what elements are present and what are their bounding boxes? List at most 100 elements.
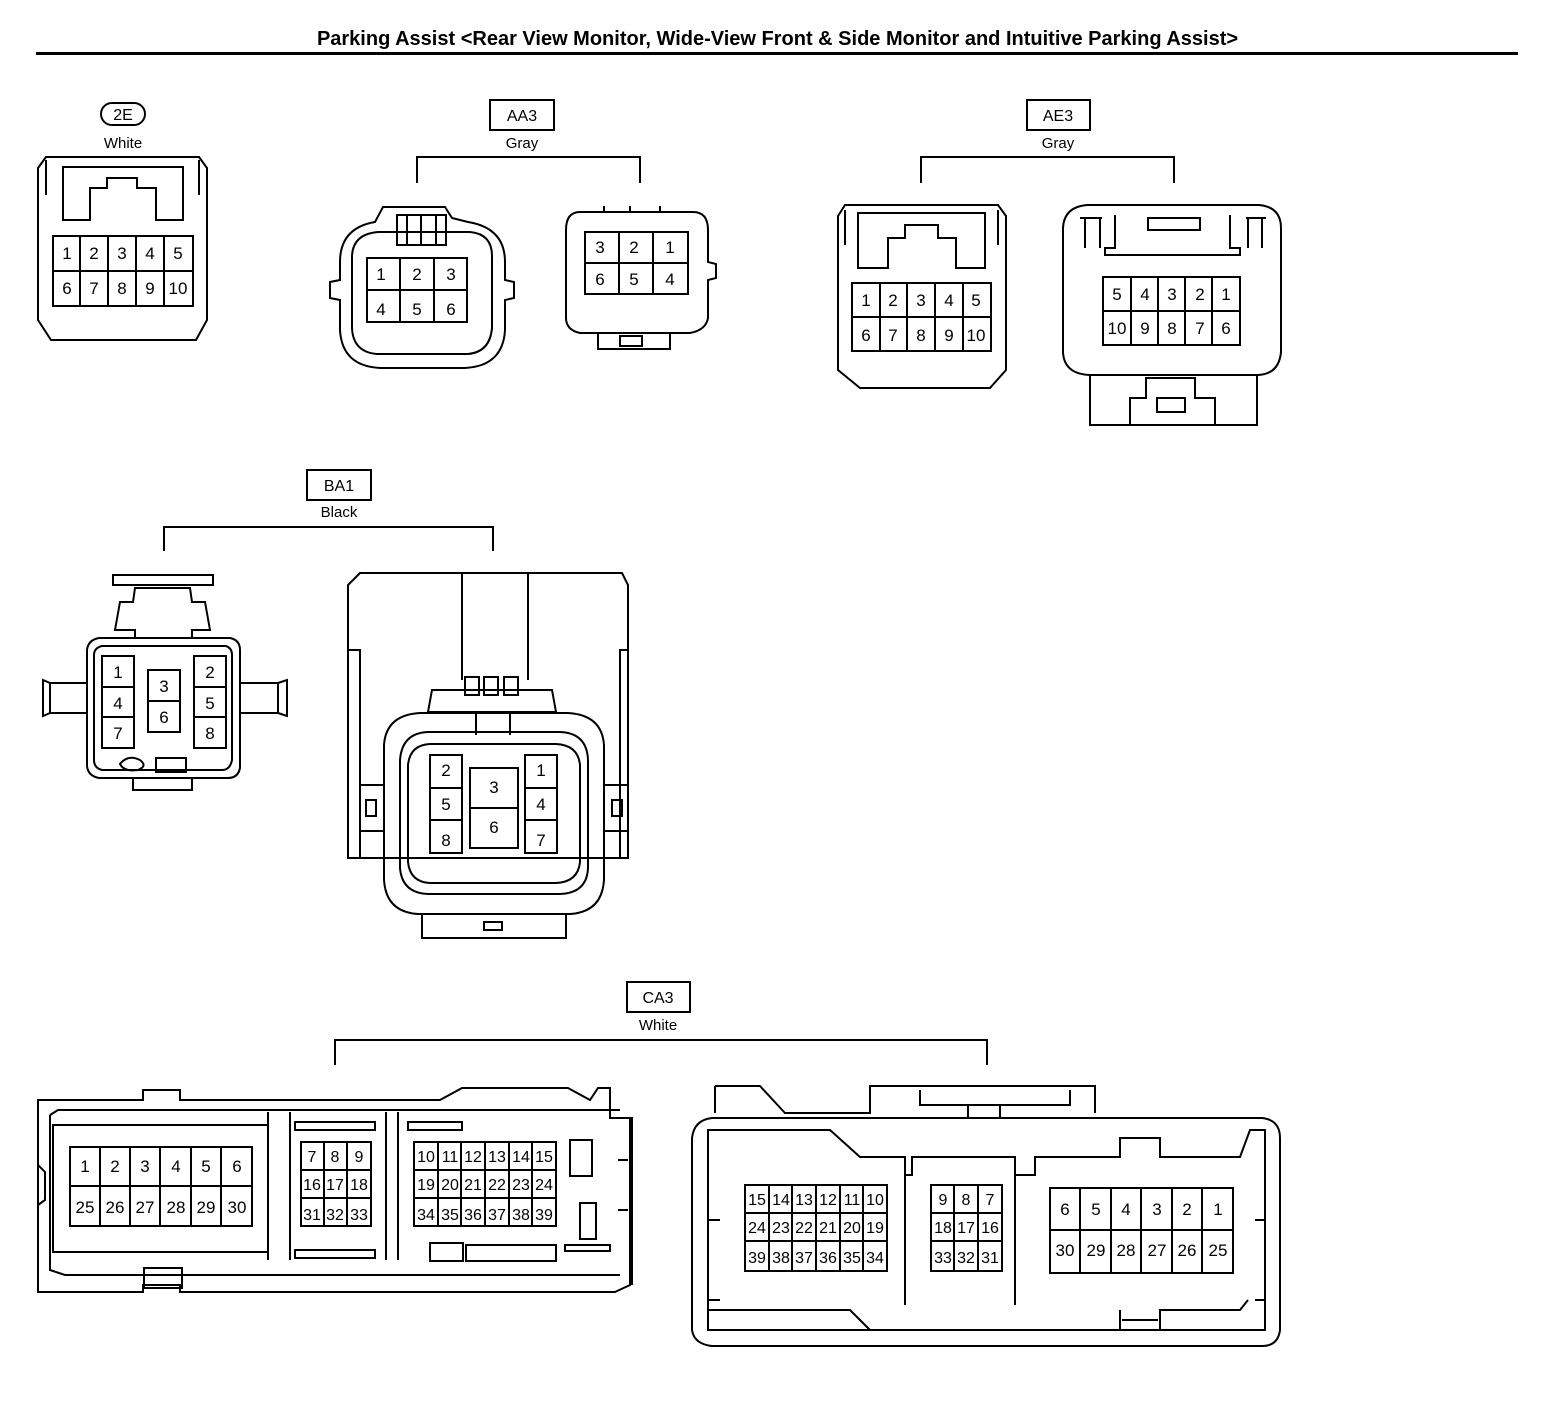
- pin-number: 2: [888, 291, 897, 310]
- pin-number: 22: [795, 1220, 813, 1237]
- pin-number: 2: [205, 663, 214, 682]
- pin-number: 33: [934, 1250, 952, 1267]
- pin-number: 12: [819, 1192, 837, 1209]
- pin-number: 28: [1117, 1241, 1136, 1260]
- pin-number: 18: [934, 1220, 952, 1237]
- pin-number: 10: [417, 1149, 435, 1166]
- pin-number: 32: [326, 1207, 344, 1224]
- pin-number: 6: [489, 818, 498, 837]
- connector-bracket: [416, 156, 641, 183]
- pin-number: 13: [795, 1192, 813, 1209]
- pin-number: 1: [861, 291, 870, 310]
- pin-number: 1: [376, 265, 385, 284]
- pin-number: 25: [76, 1198, 95, 1217]
- pin-number: 17: [326, 1177, 344, 1194]
- connector-code: AE3: [1043, 108, 1073, 125]
- connector-BA1-right-housing: [347, 572, 629, 939]
- pin-number: 34: [866, 1250, 884, 1267]
- pin-number: 6: [232, 1157, 241, 1176]
- pin-number: 8: [117, 279, 126, 298]
- connector-code: CA3: [642, 990, 673, 1007]
- pin-number: 13: [488, 1149, 506, 1166]
- pin-number: 18: [350, 1177, 368, 1194]
- connector-color: White: [104, 135, 142, 152]
- connector-color: Black: [321, 504, 358, 521]
- connector-code-box: [489, 99, 555, 131]
- connector-AE3-left-housing: [837, 204, 1007, 389]
- pin-number: 26: [1178, 1241, 1197, 1260]
- pin-number: 5: [971, 291, 980, 310]
- pin-number: 37: [488, 1207, 506, 1224]
- connector-CA3-left-housing: [37, 1087, 633, 1293]
- pin-number: 29: [197, 1198, 216, 1217]
- pin-number: 30: [1056, 1241, 1075, 1260]
- pin-number: 36: [819, 1250, 837, 1267]
- pin-number: 1: [80, 1157, 89, 1176]
- pin-number: 6: [446, 300, 455, 319]
- pin-number: 1: [536, 761, 545, 780]
- pin-number: 32: [957, 1250, 975, 1267]
- pin-number: 6: [159, 708, 168, 727]
- pin-number: 3: [595, 238, 604, 257]
- connector-code-box: [626, 981, 691, 1013]
- pin-number: 7: [536, 831, 545, 850]
- connector-AA3-right-housing: [565, 206, 717, 350]
- pin-number: 23: [772, 1220, 790, 1237]
- pin-number: 10: [967, 326, 986, 345]
- connector-color: Gray: [506, 135, 539, 152]
- pin-number: 7: [888, 326, 897, 345]
- pin-number: 5: [201, 1157, 210, 1176]
- pin-number: 2: [1195, 285, 1204, 304]
- pin-number: 1: [62, 244, 71, 263]
- connector-code: AA3: [507, 108, 537, 125]
- pin-number: 24: [748, 1220, 766, 1237]
- pin-number: 8: [205, 724, 214, 743]
- pin-number: 3: [117, 244, 126, 263]
- pin-number: 20: [441, 1177, 459, 1194]
- pin-number: 8: [1167, 319, 1176, 338]
- pin-number: 2: [412, 265, 421, 284]
- pin-number: 33: [350, 1207, 368, 1224]
- pin-number: 5: [1112, 285, 1121, 304]
- pin-number: 5: [441, 795, 450, 814]
- pin-number: 34: [417, 1207, 435, 1224]
- pin-number: 4: [1121, 1200, 1130, 1219]
- pin-number: 4: [171, 1157, 180, 1176]
- pin-number: 2: [629, 238, 638, 257]
- connector-bracket: [334, 1039, 988, 1065]
- connector-bracket: [920, 156, 1175, 183]
- pin-number: 8: [331, 1149, 340, 1166]
- pin-number: 35: [441, 1207, 459, 1224]
- pin-number: 39: [748, 1250, 766, 1267]
- pin-number: 27: [1148, 1241, 1167, 1260]
- pin-number: 4: [145, 244, 154, 263]
- pin-number: 16: [981, 1220, 999, 1237]
- pin-number: 4: [113, 694, 122, 713]
- pin-number: 8: [441, 831, 450, 850]
- pin-number: 35: [843, 1250, 861, 1267]
- pin-number: 28: [167, 1198, 186, 1217]
- pin-number: 22: [488, 1177, 506, 1194]
- pin-number: 1: [1213, 1200, 1222, 1219]
- connector-CA3-right-housing: [691, 1085, 1281, 1347]
- pin-number: 7: [113, 724, 122, 743]
- pin-number: 5: [629, 270, 638, 289]
- pin-number: 3: [140, 1157, 149, 1176]
- pin-number: 7: [89, 279, 98, 298]
- pin-number: 39: [535, 1207, 553, 1224]
- pin-number: 11: [844, 1192, 861, 1209]
- pin-number: 4: [376, 300, 385, 319]
- pin-number: 3: [446, 265, 455, 284]
- pin-number: 1: [1221, 285, 1230, 304]
- pin-number: 6: [1221, 319, 1230, 338]
- connector-color: White: [639, 1017, 677, 1034]
- pin-number: 31: [981, 1250, 999, 1267]
- pin-number: 1: [113, 663, 122, 682]
